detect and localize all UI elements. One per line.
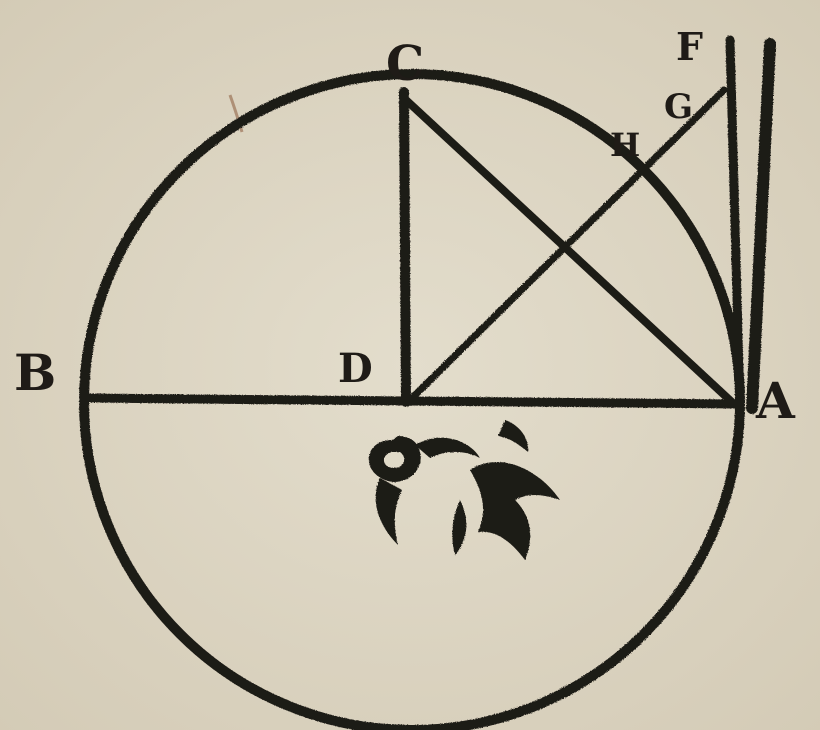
label-C: C	[386, 36, 424, 92]
label-A: A	[755, 371, 796, 430]
radius-DC	[399, 87, 411, 407]
line-DG	[406, 86, 728, 404]
label-B: B	[14, 343, 56, 402]
ink-stain	[228, 94, 244, 133]
fleuron-ornament-icon	[368, 420, 560, 560]
tangent-line-outer	[746, 38, 776, 414]
label-D: D	[338, 345, 373, 392]
label-G: G	[664, 87, 693, 127]
chord-CA	[402, 96, 738, 408]
label-F: F	[676, 24, 703, 69]
label-H: H	[610, 126, 640, 164]
tangent-AF	[725, 35, 745, 413]
